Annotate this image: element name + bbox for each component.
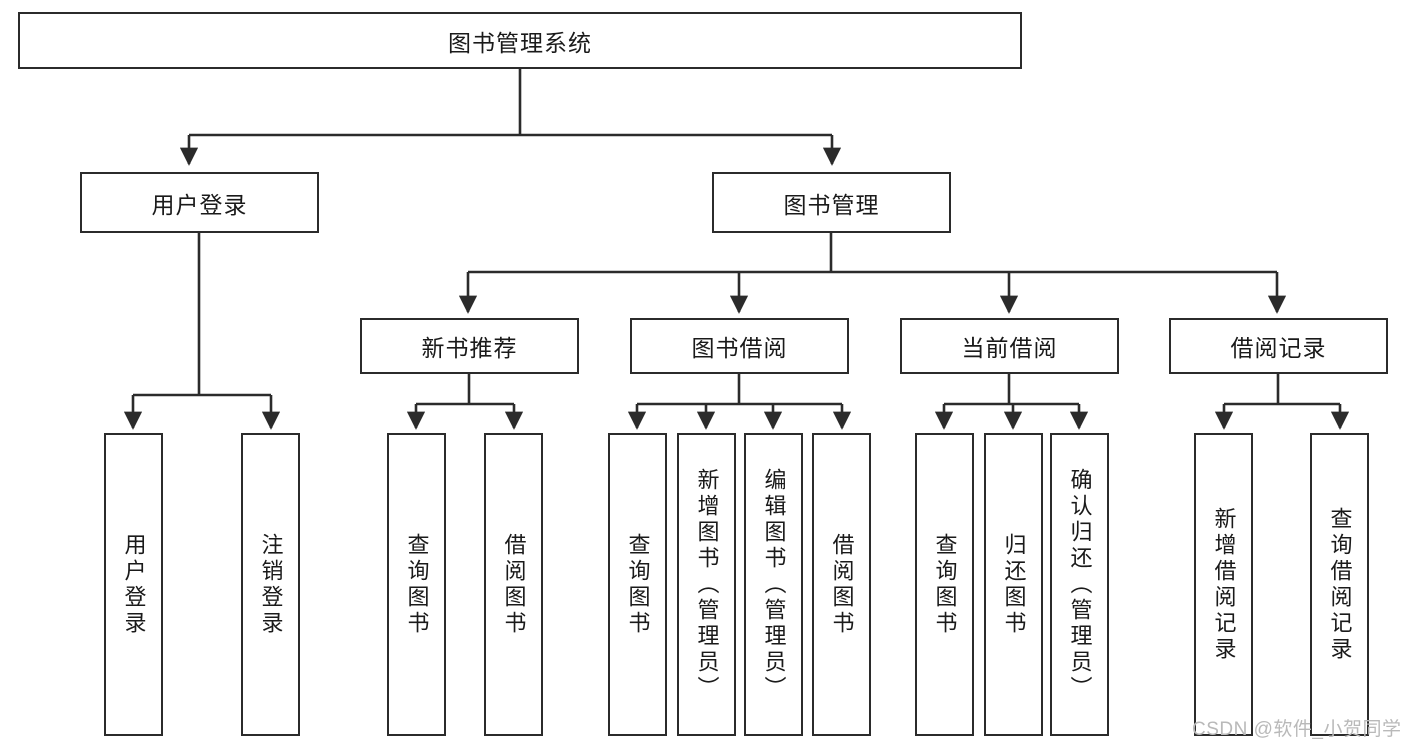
- node-label: 用户登录: [151, 191, 248, 218]
- node-label: 查询图书: [404, 532, 430, 637]
- node-label: 归还图书: [1001, 532, 1027, 637]
- node-leaf-query-book-current[interactable]: 查询图书: [915, 433, 974, 736]
- node-label: 图书管理: [783, 191, 880, 218]
- node-leaf-borrow-book[interactable]: 借阅图书: [812, 433, 871, 736]
- node-label: 注销登录: [258, 532, 284, 637]
- node-leaf-user-login[interactable]: 用户登录: [104, 433, 163, 736]
- node-leaf-user-logout[interactable]: 注销登录: [241, 433, 300, 736]
- node-book-borrow[interactable]: 图书借阅: [630, 318, 849, 374]
- node-root-book-management-system[interactable]: 图书管理系统: [18, 12, 1022, 69]
- node-leaf-add-borrow-record[interactable]: 新增借阅记录: [1194, 433, 1253, 736]
- node-borrow-record[interactable]: 借阅记录: [1169, 318, 1388, 374]
- node-label: 新书推荐: [421, 335, 518, 361]
- node-label: 查询图书: [932, 532, 958, 637]
- node-label: 新增图书（管理员）: [694, 467, 720, 702]
- watermark: CSDN @软件_小贺同学: [1192, 719, 1402, 740]
- node-label: 借阅图书: [829, 532, 855, 637]
- node-leaf-return-book[interactable]: 归还图书: [984, 433, 1043, 736]
- node-label: 图书管理系统: [448, 29, 592, 56]
- node-label: 新增借阅记录: [1211, 506, 1237, 663]
- node-label: 图书借阅: [691, 335, 788, 361]
- node-label: 查询借阅记录: [1327, 506, 1353, 663]
- node-label: 编辑图书（管理员）: [761, 467, 787, 702]
- node-book-management[interactable]: 图书管理: [712, 172, 951, 233]
- node-leaf-query-borrow-record[interactable]: 查询借阅记录: [1310, 433, 1369, 736]
- node-leaf-query-book-borrow[interactable]: 查询图书: [608, 433, 667, 736]
- node-new-book-recommend[interactable]: 新书推荐: [360, 318, 579, 374]
- node-label: 当前借阅: [961, 335, 1058, 361]
- node-current-borrow[interactable]: 当前借阅: [900, 318, 1119, 374]
- node-leaf-edit-book[interactable]: 编辑图书（管理员）: [744, 433, 803, 736]
- node-user-login[interactable]: 用户登录: [80, 172, 319, 233]
- node-leaf-add-book[interactable]: 新增图书（管理员）: [677, 433, 736, 736]
- node-label: 借阅图书: [501, 532, 527, 637]
- node-label: 用户登录: [121, 532, 147, 637]
- node-leaf-query-book-recommend[interactable]: 查询图书: [387, 433, 446, 736]
- node-leaf-confirm-return[interactable]: 确认归还（管理员）: [1050, 433, 1109, 736]
- node-label: 确认归还（管理员）: [1067, 467, 1093, 702]
- node-label: 借阅记录: [1230, 335, 1327, 361]
- node-label: 查询图书: [625, 532, 651, 637]
- node-leaf-borrow-book-recommend[interactable]: 借阅图书: [484, 433, 543, 736]
